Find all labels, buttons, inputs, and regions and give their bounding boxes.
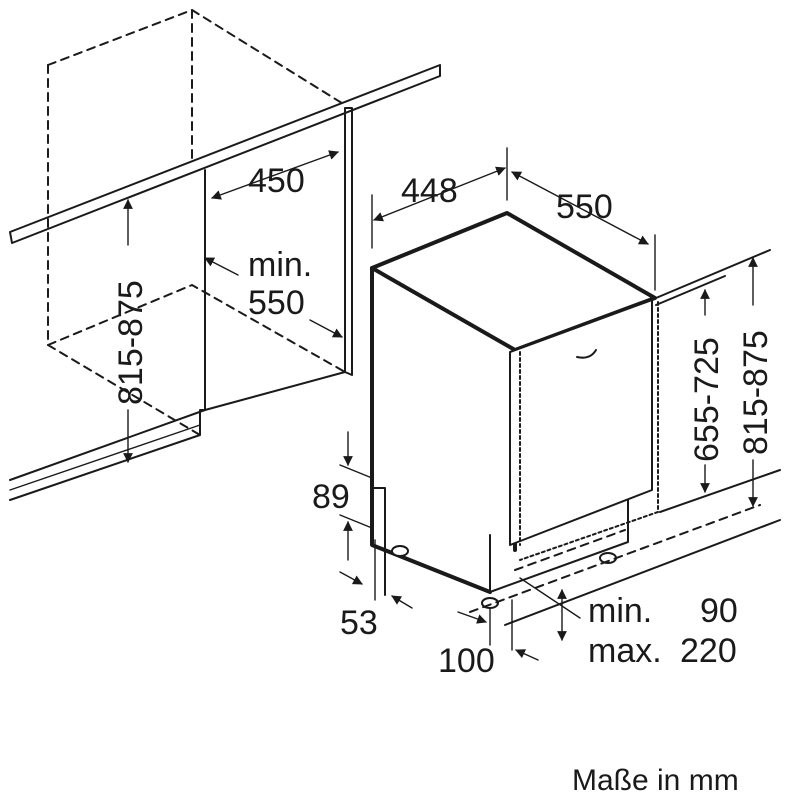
dim-left-815-875-label: 815-875: [112, 280, 150, 405]
foot-icon: [391, 545, 409, 557]
plinth-max-value: 220: [680, 632, 737, 670]
dim-550-min-label: 550: [248, 284, 305, 322]
door-handle-icon: [576, 349, 597, 359]
dim-left-height: 815-875: [112, 199, 150, 463]
dishwasher-door: [509, 299, 653, 546]
plinth-min-value: 90: [700, 592, 738, 630]
door-outline-dotted: [519, 301, 659, 561]
dim-655-725-label: 655-725: [688, 337, 726, 462]
cabinet-top-dashed: [47, 9, 346, 106]
floor-line-right: [659, 469, 781, 513]
dim-right-815-875-label: 815-875: [737, 330, 775, 455]
floor-dashed: [469, 504, 761, 613]
dim-door-height: 655-725: [688, 289, 726, 493]
units-note: Maße in mm: [572, 764, 739, 797]
dishwasher-left-side: [370, 266, 492, 594]
plinth-dashed: [514, 529, 626, 571]
toe-kick-edge: [371, 487, 386, 596]
dim-100-label: 100: [438, 642, 495, 680]
dim-450-label: 450: [248, 162, 305, 200]
dim-foot-offset: 100: [438, 599, 539, 680]
dishwasher: [370, 211, 781, 626]
dim-53-label: 53: [340, 604, 378, 642]
dim-89-label: 89: [312, 478, 350, 516]
plinth-max-label: max.: [588, 632, 662, 670]
dishwasher-plinth: [489, 499, 629, 593]
dim-cabinet-width: min. 550: [204, 246, 343, 338]
dim-plinth-height: min. 90 max. 220: [519, 577, 738, 670]
dim-appliance-width: 448: [371, 147, 508, 249]
cabinet-bottom-dashed: [47, 284, 346, 373]
plinth-line-left: [9, 424, 201, 491]
niche-side-panel: [344, 107, 353, 376]
niche-floor-edge: [9, 409, 206, 501]
dim-toe-kick: 89 53: [312, 431, 413, 642]
plinth-min-label: min.: [588, 592, 652, 630]
dim-448-label: 448: [401, 172, 458, 210]
dim-550-depth-label: 550: [556, 188, 613, 226]
worktop-front-edge: [9, 64, 441, 244]
floor-line-front: [504, 519, 781, 626]
dim-right-height: 815-875: [737, 257, 775, 507]
cabinet-niche: [9, 9, 441, 501]
dim-cabinet-depth: 450: [211, 150, 339, 200]
dim-appliance-depth: 550: [511, 171, 656, 291]
worktop-line-right2: [655, 275, 726, 306]
floor-line-left: [9, 409, 206, 481]
dim-min-label: min.: [248, 246, 312, 284]
